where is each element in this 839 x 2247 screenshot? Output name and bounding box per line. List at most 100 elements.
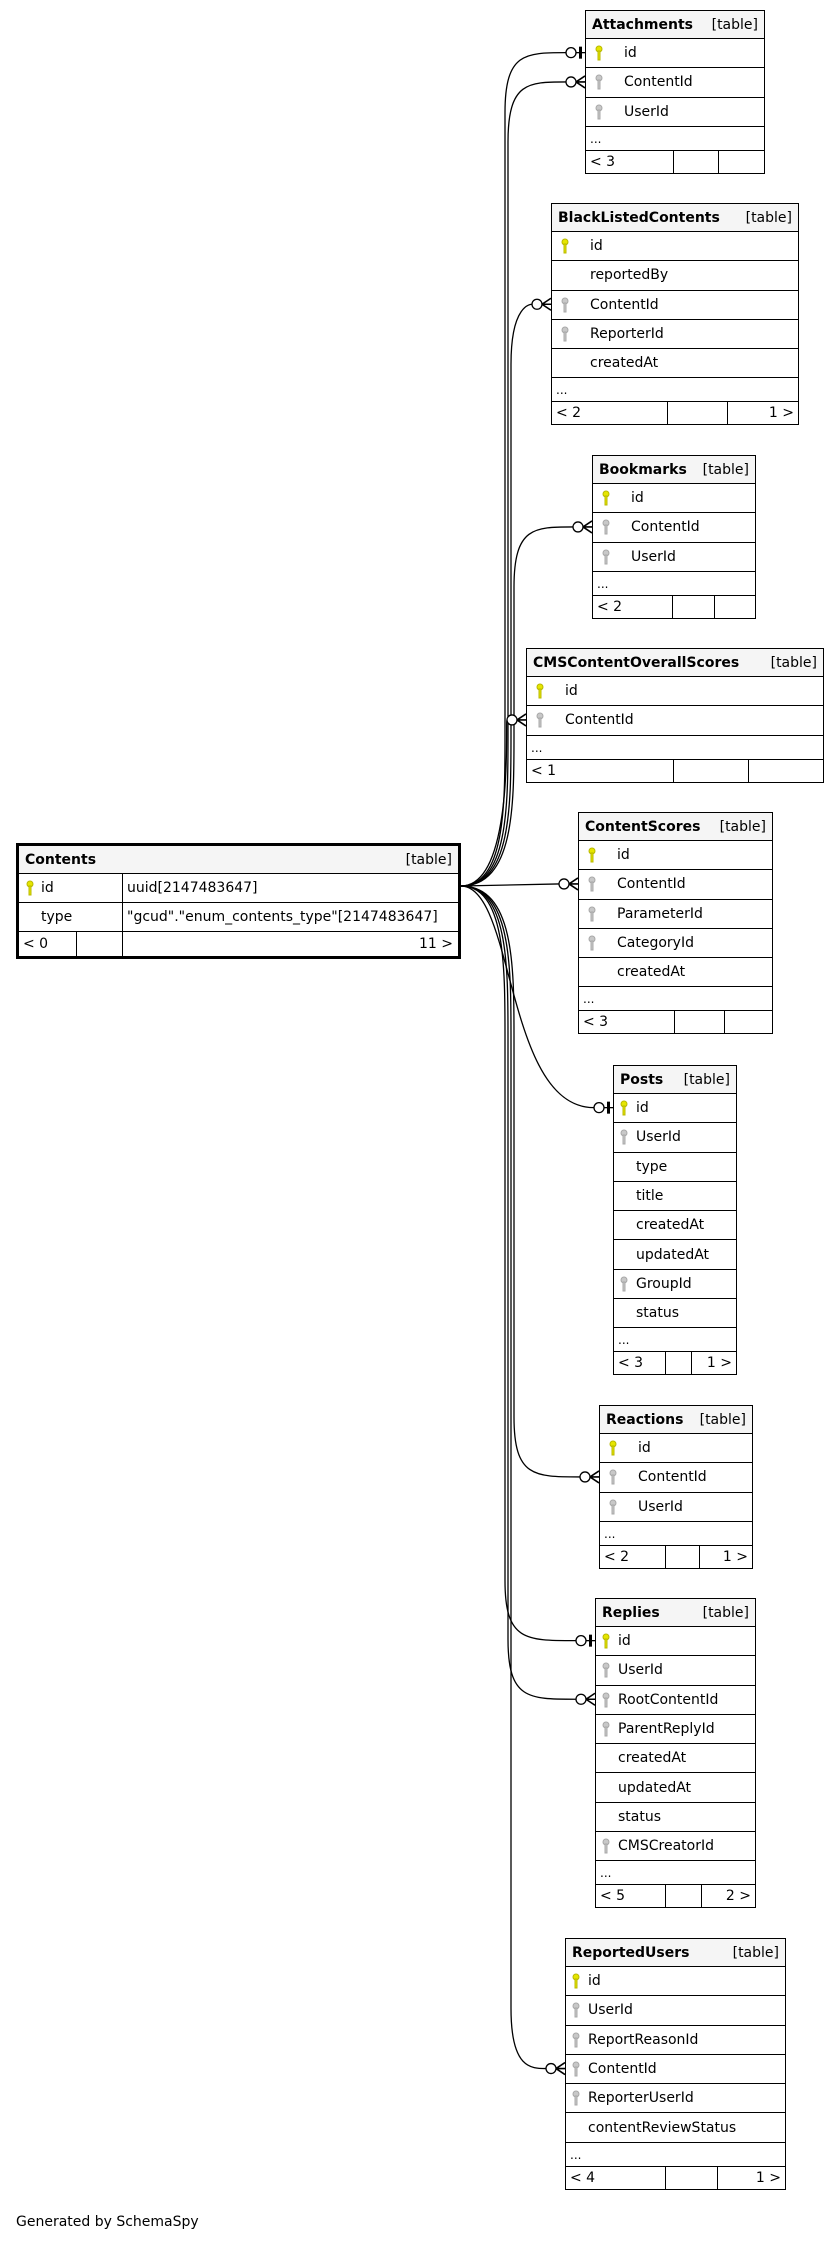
table-footer: < 1	[527, 759, 823, 782]
table-reportedusers[interactable]: ReportedUsers [table] id UserId ReportRe…	[565, 1938, 786, 2190]
table-name[interactable]: Reactions	[606, 1411, 684, 1428]
table-name[interactable]: Attachments	[592, 16, 694, 33]
table-header: Posts [table]	[614, 1066, 736, 1094]
column-row[interactable]: ReporterUserId	[566, 2084, 785, 2114]
children-count[interactable]: 2 >	[725, 1888, 751, 1905]
table-attachments[interactable]: Attachments [table] id ContentId UserId.…	[585, 10, 765, 174]
column-row[interactable]: ContentId	[566, 2055, 785, 2085]
column-row[interactable]: reportedBy	[552, 261, 798, 291]
column-row[interactable]: ReportReasonId	[566, 2026, 785, 2055]
column-row[interactable]: id	[579, 841, 772, 871]
table-name[interactable]: Bookmarks	[599, 461, 687, 478]
table-header: BlackListedContents [table]	[552, 204, 798, 232]
children-count[interactable]: 1 >	[755, 2169, 781, 2186]
column-row[interactable]: ContentId	[527, 706, 823, 736]
column-row[interactable]: status	[596, 1803, 755, 1833]
column-row[interactable]: id	[552, 232, 798, 262]
column-row[interactable]: ReporterId	[552, 320, 798, 350]
column-row[interactable]: title	[614, 1182, 736, 1212]
parents-count[interactable]: < 2	[593, 595, 673, 618]
foreign-key-icon	[566, 2061, 586, 2077]
parents-count[interactable]: < 0	[19, 932, 77, 956]
table-replies[interactable]: Replies [table] id UserId RootContentId …	[595, 1598, 756, 1909]
children-count[interactable]: 1 >	[706, 1355, 732, 1372]
table-cmscontentoverallscores[interactable]: CMSContentOverallScores [table] id Conte…	[526, 648, 824, 783]
column-name: UserId	[624, 103, 669, 120]
table-name[interactable]: CMSContentOverallScores	[533, 654, 740, 671]
edge-line	[460, 885, 547, 2070]
column-row[interactable]: UserId	[566, 1996, 785, 2026]
table-name[interactable]: Replies	[602, 1604, 660, 1621]
children-count[interactable]	[749, 760, 823, 782]
column-row[interactable]: updatedAt	[596, 1773, 755, 1803]
column-row[interactable]: id	[527, 677, 823, 707]
parents-count[interactable]: < 3	[579, 1011, 675, 1034]
column-row[interactable]: status	[614, 1299, 736, 1329]
relationship-edge	[460, 885, 596, 1706]
column-row[interactable]: id	[566, 1967, 785, 1997]
column-row[interactable]: updatedAt	[614, 1240, 736, 1270]
children-count[interactable]: 1 >	[768, 405, 794, 422]
column-row[interactable]: ContentId	[579, 870, 772, 900]
column-row[interactable]: ContentId	[593, 513, 755, 543]
table-kind: [table]	[683, 1071, 730, 1088]
column-row[interactable]: GroupId	[614, 1270, 736, 1300]
column-row[interactable]: UserId	[600, 1493, 752, 1522]
parents-count[interactable]: < 2	[552, 402, 668, 425]
table-name[interactable]: ContentScores	[585, 818, 701, 835]
column-row[interactable]: id	[593, 484, 755, 514]
table-reactions[interactable]: Reactions [table] id ContentId UserId...…	[599, 1405, 753, 1569]
relationship-edge	[460, 885, 595, 1647]
parents-count[interactable]: < 3	[614, 1352, 666, 1375]
parents-count[interactable]: < 2	[600, 1545, 666, 1568]
column-row[interactable]: RootContentId	[596, 1686, 755, 1715]
column-row[interactable]: createdAt	[596, 1744, 755, 1774]
column-row[interactable]: UserId	[596, 1656, 755, 1686]
column-row[interactable]: ContentId	[600, 1463, 752, 1493]
parents-count[interactable]: < 5	[596, 1885, 666, 1908]
table-name[interactable]: ReportedUsers	[572, 1944, 690, 1961]
column-row[interactable]: ParameterId	[579, 900, 772, 929]
column-row[interactable]: UserId	[593, 543, 755, 572]
children-count[interactable]	[719, 151, 764, 173]
column-row[interactable]: type "gcud"."enum_contents_type"[2147483…	[19, 903, 458, 932]
column-row[interactable]: createdAt	[579, 958, 772, 988]
table-name[interactable]: BlackListedContents	[558, 209, 720, 226]
column-row[interactable]: ContentId	[552, 291, 798, 320]
column-row[interactable]: CategoryId	[579, 929, 772, 959]
column-row[interactable]: createdAt	[552, 349, 798, 379]
table-bookmarks[interactable]: Bookmarks [table] id ContentId UserId...…	[592, 455, 756, 619]
column-row[interactable]: ParentReplyId	[596, 1715, 755, 1745]
column-row[interactable]: id uuid[2147483647]	[19, 874, 458, 903]
children-count[interactable]: 1 >	[722, 1548, 748, 1565]
column-row[interactable]: UserId	[614, 1123, 736, 1153]
column-row[interactable]: contentReviewStatus	[566, 2113, 785, 2143]
foreign-key-icon	[600, 1499, 626, 1515]
table-name[interactable]: Contents	[25, 851, 97, 868]
column-row[interactable]: createdAt	[614, 1211, 736, 1241]
children-count[interactable]	[725, 1011, 772, 1033]
column-row[interactable]: id	[586, 39, 764, 69]
children-count[interactable]	[715, 596, 755, 618]
parents-count[interactable]: < 4	[566, 2166, 666, 2189]
parents-count[interactable]: < 3	[586, 150, 674, 173]
table-contents[interactable]: Contents [table] id uuid[2147483647] typ…	[16, 843, 461, 959]
column-row[interactable]: ContentId	[586, 68, 764, 98]
table-footer: < 5 2 >	[596, 1885, 755, 1908]
primary-key-icon	[19, 880, 41, 896]
column-row[interactable]: id	[596, 1627, 755, 1657]
primary-key-icon	[552, 238, 578, 254]
table-blacklistedcontents[interactable]: BlackListedContents [table] id reportedB…	[551, 203, 799, 426]
children-count[interactable]: 11 >	[419, 936, 453, 952]
table-name[interactable]: Posts	[620, 1071, 664, 1088]
column-row[interactable]: id	[614, 1094, 736, 1124]
table-posts[interactable]: Posts [table] id UserId type title creat…	[613, 1065, 737, 1376]
column-row[interactable]: type	[614, 1153, 736, 1182]
column-name: ReporterId	[590, 326, 664, 343]
column-row[interactable]: UserId	[586, 98, 764, 127]
table-contentscores[interactable]: ContentScores [table] id ContentId Param…	[578, 812, 773, 1035]
parents-count[interactable]: < 1	[527, 759, 674, 782]
column-row[interactable]: CMSCreatorId	[596, 1832, 755, 1862]
crows-foot-marker	[585, 1692, 596, 1706]
column-row[interactable]: id	[600, 1434, 752, 1464]
